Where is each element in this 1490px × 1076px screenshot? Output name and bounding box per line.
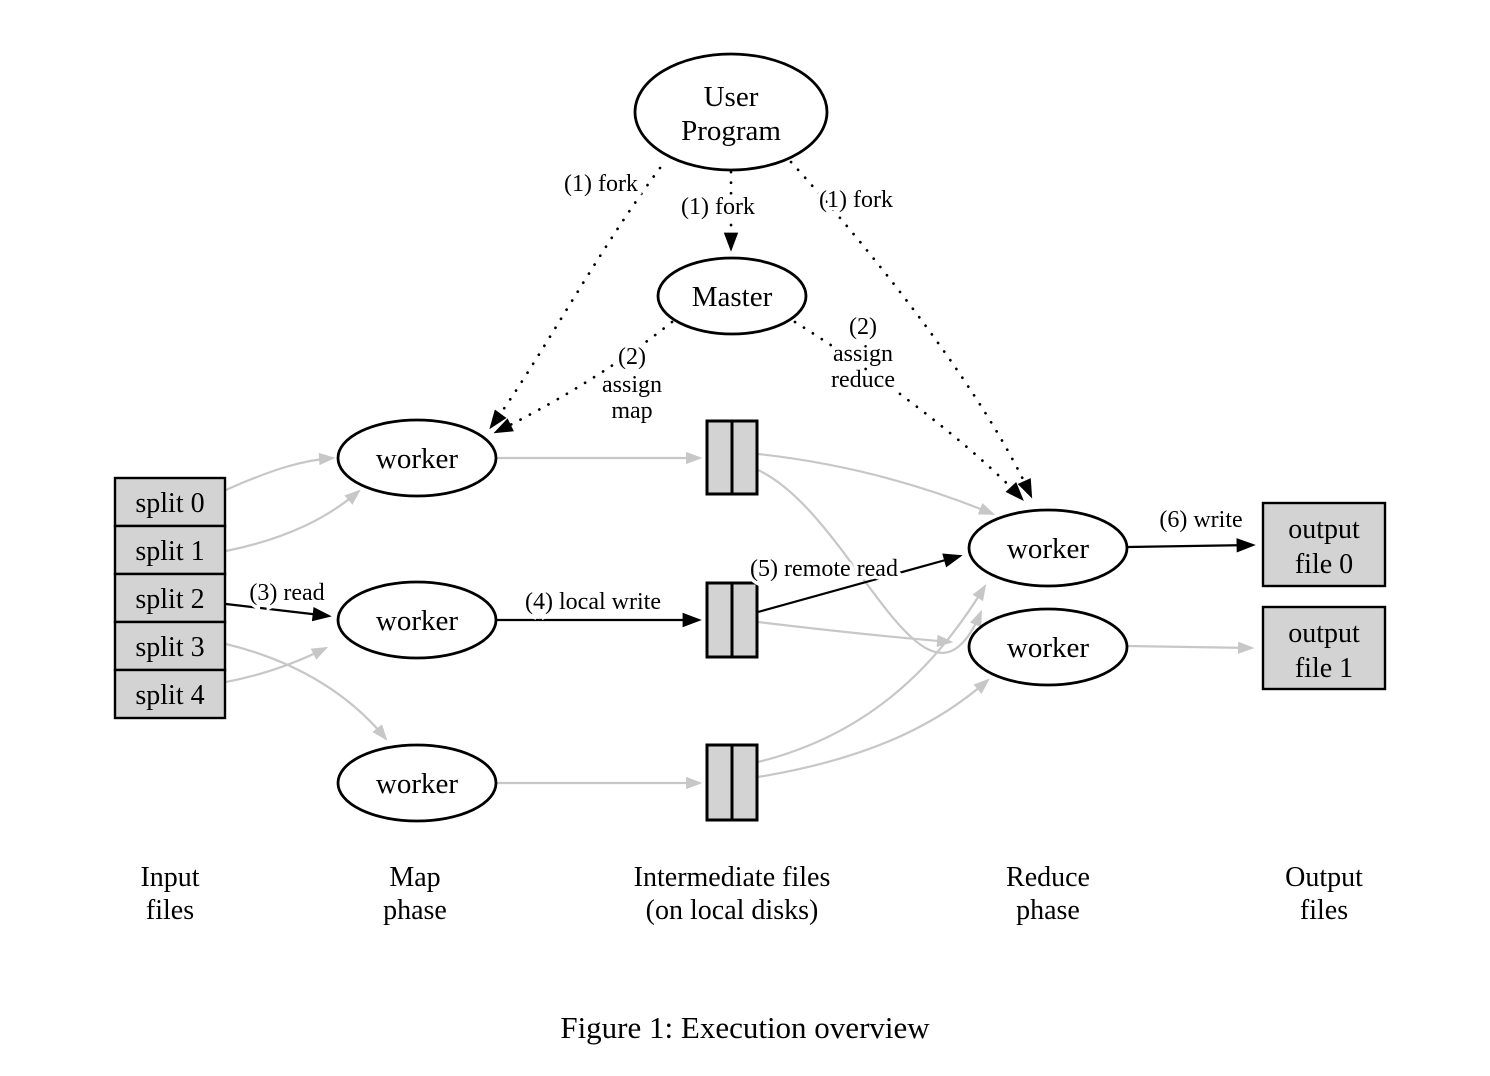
assign-reduce-line1: (2) — [849, 314, 877, 340]
split-0-label: split 0 — [135, 488, 204, 519]
edge-split0-to-map-worker1 — [225, 452, 336, 492]
edge-split1-to-map-worker1 — [225, 489, 361, 553]
input-files-label-line1: Input — [140, 862, 199, 893]
map-worker-1-node — [336, 418, 498, 498]
input-files-stack: split 0 split 1 split 2 split 3 split 4 — [113, 476, 227, 720]
user-program-line1: User — [704, 81, 759, 113]
process-nodes: User Program Master worker worker worker… — [336, 52, 1129, 823]
map-worker-3-node — [336, 743, 498, 823]
intermediate-files — [705, 419, 759, 822]
map-worker-1-label: worker — [376, 443, 458, 475]
read-label: (3) read — [249, 580, 324, 606]
assign-reduce-line2: assign — [833, 341, 893, 367]
edge-split3-to-map-worker3 — [225, 642, 388, 741]
split-3-label: split 3 — [135, 632, 204, 663]
reduce-worker-1-label: worker — [1007, 533, 1089, 565]
map-worker-3-label: worker — [376, 768, 458, 800]
map-worker-2-label: worker — [376, 605, 458, 637]
output-file-0-line1: output — [1288, 514, 1360, 545]
user-program-line2: Program — [681, 115, 781, 147]
reduce-phase-label-line1: Reduce — [1006, 862, 1090, 893]
fork-left-label: (1) fork — [564, 171, 638, 197]
output-file-0-box — [1261, 501, 1387, 588]
column-labels: Input files Map phase Intermediate files… — [140, 862, 1363, 926]
edge-intermediate3-to-reduce-worker1 — [757, 583, 987, 764]
write-label: (6) write — [1159, 507, 1242, 533]
output-file-1-line2: file 1 — [1295, 653, 1353, 684]
intermediate-file-2 — [705, 581, 759, 659]
output-files-label-line1: Output — [1285, 862, 1363, 893]
map-worker-2-node — [336, 580, 498, 660]
edge-write — [1127, 538, 1256, 553]
intermediate-files-label-line2: (on local disks) — [646, 895, 819, 926]
reduce-worker-2-label: worker — [1007, 632, 1089, 664]
map-phase-label-line1: Map — [389, 862, 440, 893]
gray-edges — [225, 451, 1255, 790]
assign-reduce-line3: reduce — [831, 367, 895, 393]
output-file-0-line2: file 0 — [1295, 549, 1353, 580]
intermediate-files-label-line1: Intermediate files — [634, 862, 831, 893]
edge-intermediate1-to-reduce-worker1 — [757, 452, 996, 516]
master-label: Master — [692, 281, 773, 313]
output-files: output file 0 output file 1 — [1261, 501, 1387, 691]
output-files-label-line2: files — [1300, 895, 1348, 926]
assign-map-line1: (2) — [618, 344, 646, 370]
split-2-box — [113, 572, 227, 624]
master-node — [656, 256, 808, 336]
output-file-1-line1: output — [1288, 618, 1360, 649]
edge-split4-to-map-worker2 — [225, 646, 329, 684]
intermediate-file-3 — [705, 743, 759, 822]
remote-read-label: (5) remote read — [750, 556, 898, 582]
reduce-worker-1-node — [967, 508, 1129, 588]
dotted-edges — [489, 160, 1033, 502]
fork-center-label: (1) fork — [681, 194, 755, 220]
edge-fork-to-map-worker1 — [489, 166, 662, 430]
split-2-label: split 2 — [135, 584, 204, 615]
output-file-1-box — [1261, 605, 1387, 691]
edge-labels: (1) fork (1) fork (1) fork (2) assign ma… — [246, 168, 1246, 619]
split-4-label: split 4 — [135, 680, 204, 711]
split-1-box — [113, 524, 227, 576]
split-3-box — [113, 620, 227, 672]
user-program-node — [633, 52, 829, 172]
edge-reduce-worker2-to-output1 — [1127, 641, 1255, 654]
edge-read — [225, 602, 332, 622]
intermediate-file-1 — [705, 419, 759, 496]
edge-intermediate1-to-reduce-worker2 — [757, 469, 983, 654]
assign-map-line2: assign — [602, 372, 662, 398]
edge-remote-read — [757, 553, 963, 614]
local-write-label: (4) local write — [525, 589, 661, 615]
split-1-label: split 1 — [135, 536, 204, 567]
edge-intermediate2-to-reduce-worker2 — [757, 620, 954, 648]
assign-map-line3: map — [611, 398, 652, 424]
reduce-worker-2-node — [967, 607, 1129, 687]
fork-right-label: (1) fork — [819, 187, 893, 213]
map-phase-label-line2: phase — [383, 895, 447, 926]
edge-intermediate3-to-reduce-worker2 — [757, 678, 990, 779]
input-files-label-line2: files — [146, 895, 194, 926]
black-edges — [225, 538, 1256, 628]
reduce-phase-label-line2: phase — [1016, 895, 1080, 926]
figure-caption: Figure 1: Execution overview — [560, 1010, 930, 1045]
split-4-box — [113, 668, 227, 720]
